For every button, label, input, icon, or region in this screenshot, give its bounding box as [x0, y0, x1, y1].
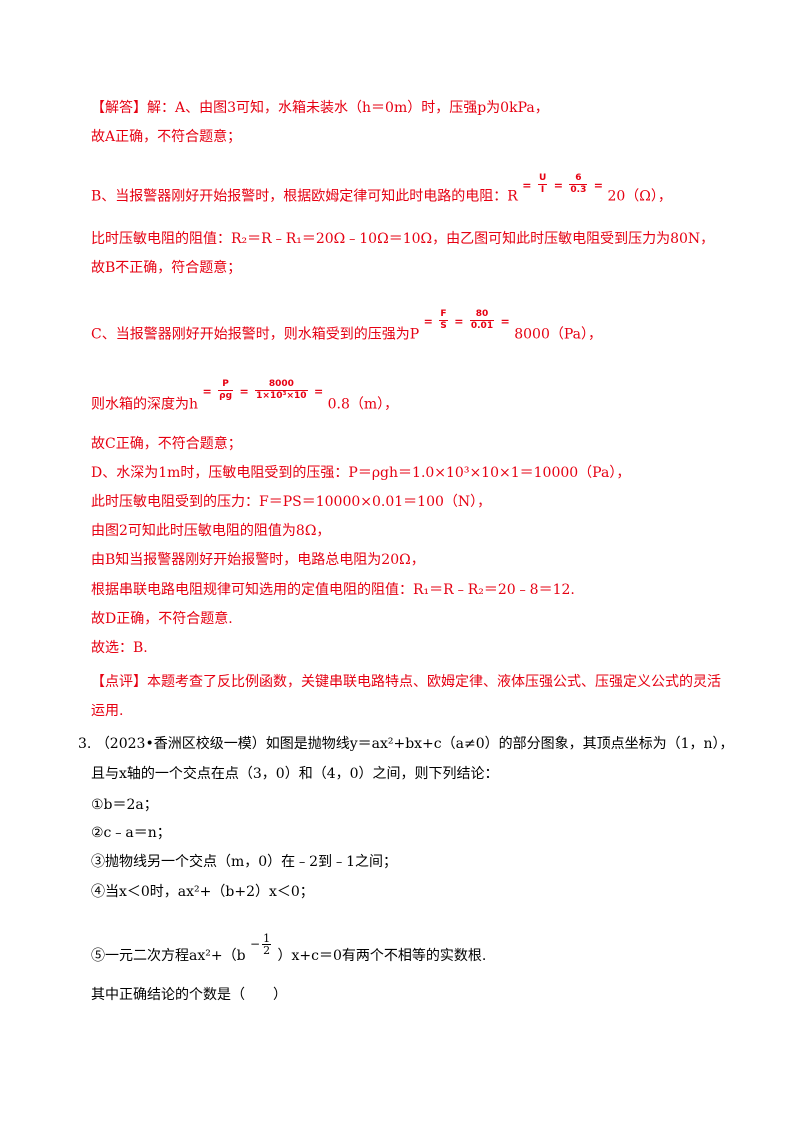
solution-line-d-total: 由B知当报警器刚好开始报警时，电路总电阻为20Ω， [91, 552, 425, 568]
option-2: ②c﹣a＝n； [91, 825, 171, 841]
h-text: 则水箱的深度为h [91, 396, 199, 413]
option-3: ③抛物线另一个交点（m，0）在﹣2到﹣1之间； [91, 854, 397, 870]
solution-line-b-conclusion: 故B不正确，符合题意； [91, 260, 242, 276]
solution-line-d-force: 此时压敏电阻受到的压力：F＝PS＝10000×0.01＝100（N）， [91, 494, 492, 510]
question-ask: 其中正确结论的个数是（ ） [91, 987, 287, 1003]
option-1: ①b＝2a； [91, 797, 158, 813]
solution-line-d: D、水深为1m时，压敏电阻受到的压强：P＝ρgh＝1.0×10³×10×1＝10… [91, 465, 631, 481]
option-4: ④当x＜0时，ax²+（b+2）x＜0； [91, 884, 314, 900]
solution-line-a: 【解答】解：A、由图3可知，水箱未装水（h＝0m）时，压强p为0kPa， [91, 100, 549, 116]
b-text: B、当报警器刚好开始报警时，根据欧姆定律可知此时电路的电阻：R [91, 188, 518, 205]
option-5-rest: ）x+c＝0有两个不相等的实数根. [277, 948, 487, 964]
solution-line-d-conclusion: 故D正确，不符合题意. [91, 611, 233, 627]
question-stem-line-1: 3. （2023•香洲区校级一模）如图是抛物线y＝ax²+bx+c（a≠0）的部… [78, 734, 734, 754]
b-result: 20（Ω）， [607, 188, 672, 205]
h-result: 0.8（m）， [327, 396, 399, 413]
option-5-text: ⑤一元二次方程ax²+（b [91, 948, 246, 964]
solution-line-d-resistance: 由图2可知此时压敏电阻的阻值为8Ω， [91, 523, 331, 539]
question-number: 3. [78, 736, 92, 752]
c-result: 8000（Pa）， [514, 326, 602, 343]
review-line-1: 【点评】本题考查了反比例函数，关键串联电路特点、欧姆定律、液体压强公式、压强定义… [91, 674, 721, 690]
review-line-2: 运用. [91, 703, 124, 719]
solution-line-b-resistance: 比时压敏电阻的阻值：R₂＝R﹣R₁＝20Ω﹣10Ω＝10Ω，由乙图可知此时压敏电… [91, 231, 715, 247]
solution-line-d-fixed-resistor: 根据串联电路电阻规律可知选用的定值电阻的阻值：R₁＝R﹣R₂＝20﹣8＝12. [91, 582, 575, 598]
question-stem-line-2: 且与x轴的一个交点在点（3，0）和（4，0）之间，则下列结论： [91, 766, 499, 782]
question-stem-text: （2023•香洲区校级一模）如图是抛物线y＝ax²+bx+c（a≠0）的部分图象… [95, 736, 734, 752]
c-text: C、当报警器刚好开始报警时，则水箱受到的压强为P [91, 326, 420, 343]
solution-answer: 故选：B. [91, 640, 148, 656]
solution-line-c-conclusion: 故C正确，不符合题意； [91, 436, 242, 452]
solution-line-a-conclusion: 故A正确，不符合题意； [91, 129, 242, 145]
